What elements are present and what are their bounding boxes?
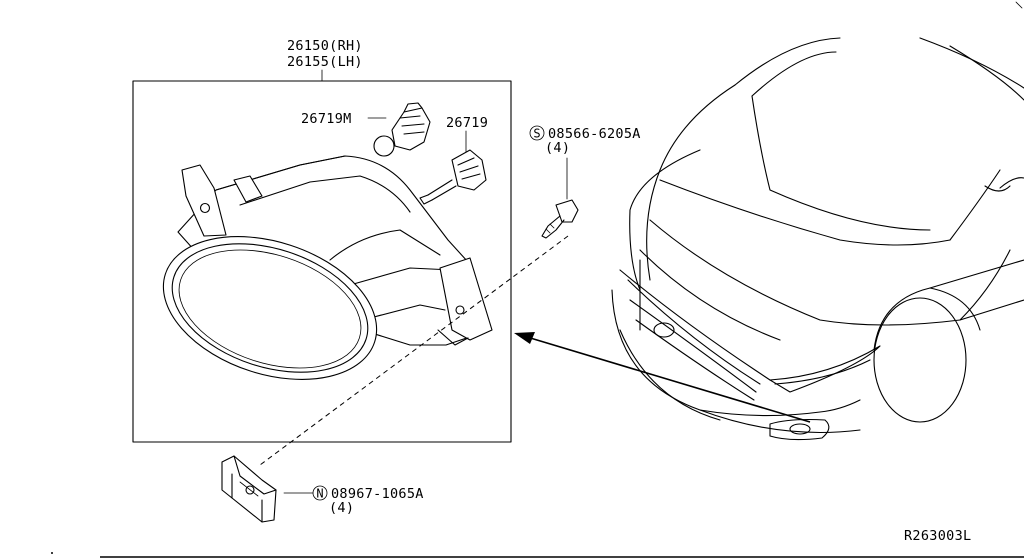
clip-quantity: (4) xyxy=(329,500,354,516)
fog-lamp-lens xyxy=(162,236,378,380)
assembly-rh-label: 26150(RH) xyxy=(287,38,363,54)
clip-part-number: 08967-1065A xyxy=(331,486,424,502)
screw-prefix: S xyxy=(533,127,540,141)
screw-to-clip-dashed-line xyxy=(259,235,569,466)
screw-part-number: 08566-6205A xyxy=(548,126,641,142)
screw-s-symbol-icon xyxy=(529,125,545,141)
clip-prefix: N xyxy=(316,487,323,501)
screw-quantity: (4) xyxy=(545,140,570,156)
bulb-part xyxy=(419,149,487,205)
location-arrow xyxy=(514,332,811,423)
drawing-reference: R263003L xyxy=(904,528,971,544)
clip-callout: N 08967-1065A (4) xyxy=(283,485,424,516)
bulb-label: 26719 xyxy=(446,115,488,131)
clip-n-symbol-icon xyxy=(312,485,328,501)
assembly-lh-label: 26155(LH) xyxy=(287,54,363,70)
clip-part xyxy=(221,455,277,523)
assembly-frame xyxy=(132,80,512,443)
corner-dot xyxy=(51,552,53,554)
corner-mark xyxy=(1015,1,1023,9)
vehicle-front-view xyxy=(611,37,1024,441)
bulb-socket-part xyxy=(373,102,431,157)
screw-part xyxy=(541,199,579,239)
screw-callout: S 08566-6205A (4) xyxy=(529,125,641,200)
bulb-socket-label: 26719M xyxy=(301,111,352,127)
